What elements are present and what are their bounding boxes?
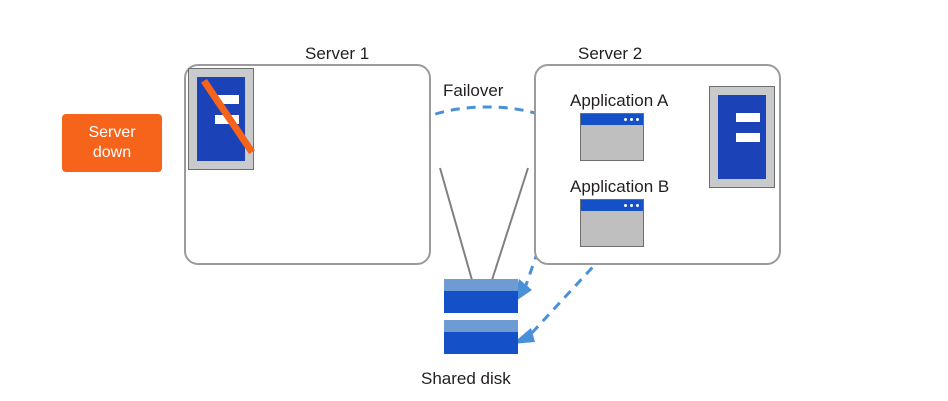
window-dot (624, 118, 627, 121)
window-dot (624, 204, 627, 207)
window-titlebar (581, 114, 643, 125)
machine-slot-upper (215, 95, 239, 104)
connector-server1-to-disk (439, 167, 473, 281)
server2-machine-icon (709, 86, 775, 188)
window-dot (636, 204, 639, 207)
window-dot (630, 204, 633, 207)
window-dot (630, 118, 633, 121)
shared-disk-upper-icon (444, 279, 518, 313)
shared-disk-label: Shared disk (421, 369, 511, 388)
application-b-window-icon (580, 199, 644, 247)
window-titlebar (581, 200, 643, 211)
application-b-label: Application B (570, 177, 670, 196)
disk-body (444, 332, 518, 354)
window-dot (636, 118, 639, 121)
disk-top (444, 279, 518, 291)
server1-label: Server 1 (305, 44, 370, 63)
server-down-line1: Server (88, 124, 136, 141)
server-down-line2: down (92, 144, 132, 161)
application-a-window-icon (580, 113, 644, 161)
disk-body (444, 291, 518, 313)
failover-label: Failover (443, 81, 504, 100)
shared-disk-lower-icon (444, 320, 518, 354)
server2-label: Server 2 (578, 44, 643, 63)
application-a-label: Application A (570, 91, 669, 110)
machine-slot-upper (736, 113, 760, 122)
connector-server2-to-disk (491, 167, 529, 281)
server-down-badge: Server down (62, 114, 162, 172)
machine-slot-lower (736, 133, 760, 142)
server1-machine-icon (188, 68, 255, 170)
disk-top (444, 320, 518, 332)
